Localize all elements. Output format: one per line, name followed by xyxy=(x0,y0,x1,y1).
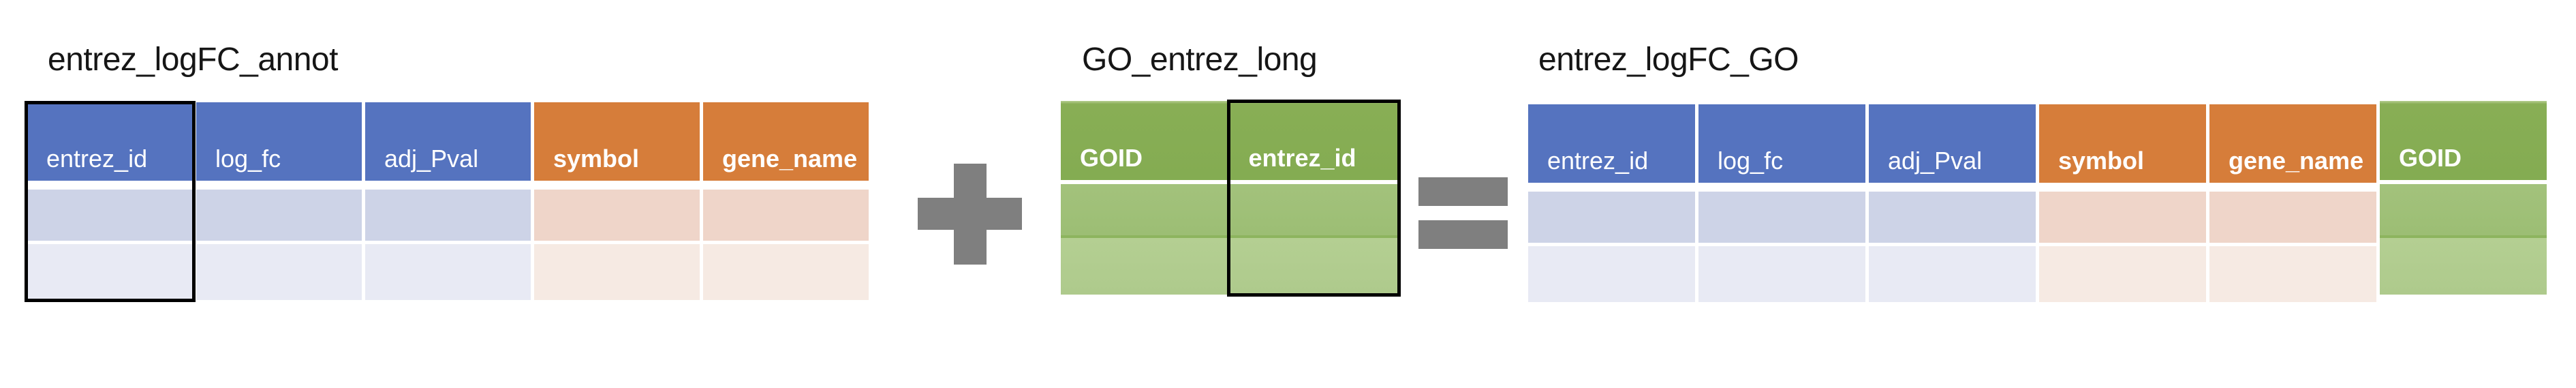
empty-data-cell xyxy=(365,244,531,300)
empty-data-cell xyxy=(1698,246,1865,302)
column-entrez_logFC_GO-symbol: symbol xyxy=(2039,104,2206,302)
empty-data-cell xyxy=(2209,246,2376,302)
table-title: entrez_logFC_annot xyxy=(48,42,338,78)
equals-top-bar xyxy=(1418,177,1508,206)
column-header-label: symbol xyxy=(2039,104,2206,183)
plus-horizontal-bar xyxy=(918,198,1022,230)
column-header-label: entrez_id xyxy=(1229,101,1398,184)
equals-bottom-bar xyxy=(1418,220,1508,249)
column-header-label: adj_Pval xyxy=(1869,104,2036,183)
column-entrez_logFC_annot-entrez_id-join-key: entrez_id xyxy=(25,101,196,302)
column-header-label: entrez_id xyxy=(1528,104,1695,183)
empty-data-cell xyxy=(196,190,362,241)
column-header-label: log_fc xyxy=(1698,104,1865,183)
empty-data-cell xyxy=(2380,238,2547,295)
empty-data-cell xyxy=(1869,246,2036,302)
empty-data-cell xyxy=(1869,192,2036,243)
column-entrez_logFC_GO-gene_name: gene_name xyxy=(2209,104,2376,302)
empty-data-cell xyxy=(703,190,869,241)
column-GO_entrez_long-GOID: GOID xyxy=(1061,101,1230,295)
column-entrez_logFC_GO-adj_Pval: adj_Pval xyxy=(1869,104,2036,302)
column-entrez_logFC_GO-log_fc: log_fc xyxy=(1698,104,1865,302)
plus-operator-icon xyxy=(918,164,1022,265)
empty-data-cell xyxy=(2039,192,2206,243)
column-header-label: symbol xyxy=(534,102,700,181)
empty-data-cell xyxy=(1061,184,1230,238)
empty-data-cell xyxy=(2380,184,2547,238)
empty-data-cell xyxy=(1698,192,1865,243)
column-entrez_logFC_annot-adj_Pval: adj_Pval xyxy=(365,102,531,300)
empty-data-cell xyxy=(703,244,869,300)
empty-data-cell xyxy=(27,244,193,300)
column-entrez_logFC_annot-gene_name: gene_name xyxy=(703,102,869,300)
column-GO_entrez_long-entrez_id-join-key: entrez_id xyxy=(1226,100,1401,297)
empty-data-cell xyxy=(1061,238,1230,295)
column-header-label: entrez_id xyxy=(27,102,193,181)
column-header-label: gene_name xyxy=(2209,104,2376,183)
table-title: GO_entrez_long xyxy=(1082,42,1318,78)
table-title: entrez_logFC_GO xyxy=(1538,42,1799,78)
empty-data-cell xyxy=(27,190,193,241)
column-entrez_logFC_GO-entrez_id: entrez_id xyxy=(1528,104,1695,302)
column-header-label: GOID xyxy=(2380,101,2547,184)
empty-data-cell xyxy=(1528,192,1695,243)
empty-data-cell xyxy=(365,190,531,241)
empty-data-cell xyxy=(534,190,700,241)
empty-data-cell xyxy=(1229,184,1398,238)
equals-operator-icon xyxy=(1418,177,1508,249)
column-entrez_logFC_annot-log_fc: log_fc xyxy=(196,102,362,300)
column-header-label: log_fc xyxy=(196,102,362,181)
column-entrez_logFC_annot-symbol: symbol xyxy=(534,102,700,300)
empty-data-cell xyxy=(2209,192,2376,243)
column-header-label: gene_name xyxy=(703,102,869,181)
column-header-label: GOID xyxy=(1061,101,1230,184)
empty-data-cell xyxy=(2039,246,2206,302)
empty-data-cell xyxy=(1229,238,1398,295)
empty-data-cell xyxy=(1528,246,1695,302)
empty-data-cell xyxy=(196,244,362,300)
empty-data-cell xyxy=(534,244,700,300)
column-header-label: adj_Pval xyxy=(365,102,531,181)
column-entrez_logFC_GO-GOID: GOID xyxy=(2380,101,2547,302)
